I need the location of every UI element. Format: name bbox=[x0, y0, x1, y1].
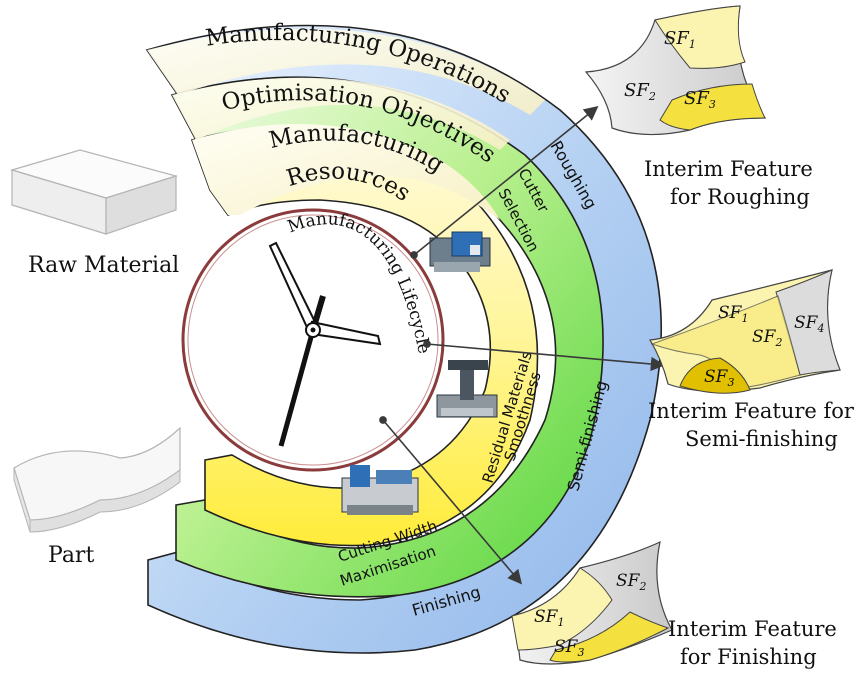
arrow-roughing bbox=[410, 105, 599, 259]
finishing-feature-icon bbox=[511, 540, 673, 665]
cnc-machine-icon bbox=[341, 465, 419, 515]
raw-material-label: Raw Material bbox=[28, 253, 179, 278]
resources-label-area bbox=[192, 124, 500, 220]
arrow-finishing bbox=[379, 416, 523, 585]
semi-finishing-feature-icon bbox=[648, 269, 841, 394]
part-surface-icon bbox=[13, 426, 181, 533]
milling-machine-icon bbox=[429, 231, 491, 272]
semi-sf4: SF4 bbox=[794, 313, 824, 335]
raw-material-block-icon bbox=[9, 149, 179, 235]
roughing-sf1: SF1 bbox=[664, 28, 696, 51]
part-label: Part bbox=[48, 543, 94, 568]
roughing-feature-label-line1: Interim Feature bbox=[644, 157, 813, 181]
finishing-feature-label-line1: Interim Feature bbox=[668, 617, 837, 641]
roughing-sf2: SF2 bbox=[624, 80, 656, 103]
semi-feature-label-line2: Semi-finishing bbox=[685, 427, 838, 451]
clock-hands bbox=[268, 241, 382, 447]
finishing-sf1: SF1 bbox=[534, 607, 564, 629]
roughing-feature-label-line2: for Roughing bbox=[670, 185, 810, 209]
semi-sf3: SF3 bbox=[704, 367, 734, 389]
finishing-feature-label-line2: for Finishing bbox=[680, 645, 817, 669]
semi-sf1: SF1 bbox=[718, 303, 748, 325]
clock-hand-long bbox=[278, 329, 316, 447]
semi-feature-label-line1: Interim Feature for bbox=[648, 399, 855, 423]
operations-label-area bbox=[147, 28, 545, 115]
semi-sf2: SF2 bbox=[752, 327, 782, 349]
lifecycle-clock-rim bbox=[181, 208, 445, 472]
finishing-sf2: SF2 bbox=[616, 571, 646, 593]
finishing-sf3: SF3 bbox=[554, 637, 584, 659]
lifecycle-clock-inner-rim bbox=[187, 214, 439, 466]
roughing-sf3: SF3 bbox=[684, 88, 716, 111]
objectives-label-area bbox=[172, 77, 510, 150]
roughing-feature-icon bbox=[584, 5, 767, 136]
arrow-semi-finishing bbox=[423, 340, 666, 372]
